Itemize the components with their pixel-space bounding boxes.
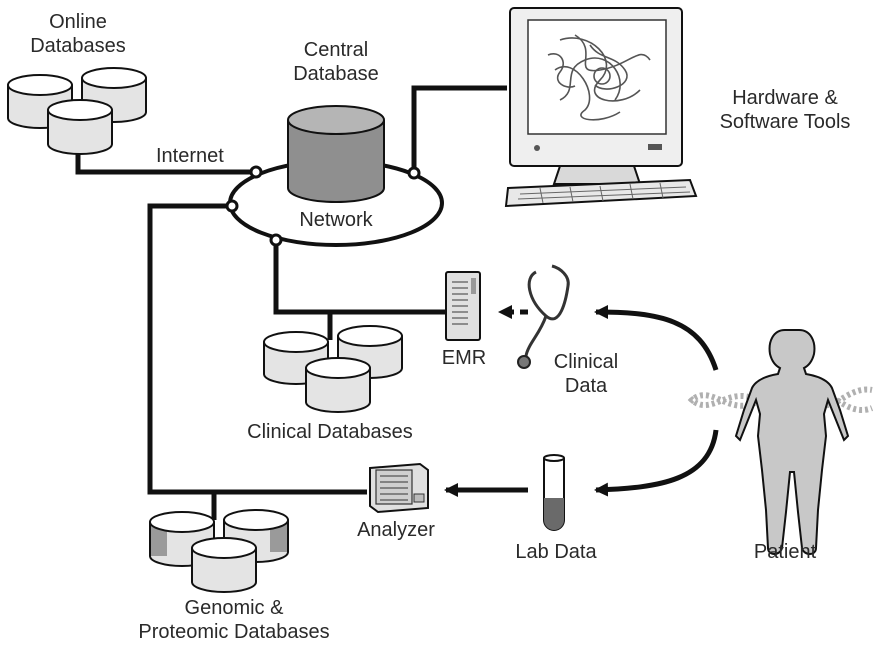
patient-label: Patient — [753, 541, 817, 563]
network-node — [269, 233, 283, 247]
genomic-databases-icon — [149, 509, 289, 593]
emr-label: EMR — [441, 347, 487, 369]
online-databases-label-line1: Online — [49, 11, 107, 33]
arrow-patient-to-clinical — [594, 305, 719, 371]
patient-icon — [687, 329, 873, 555]
lab-data-label: Lab Data — [515, 541, 597, 563]
clinical-databases-label: Clinical Databases — [247, 421, 413, 443]
protein-structure-icon — [547, 34, 651, 121]
test-tube-icon — [543, 454, 565, 531]
clinical-data-label: Clinical Data — [536, 350, 636, 398]
central-database-label-line2: Database — [293, 63, 379, 85]
analyzer-icon — [369, 462, 429, 514]
emr-server-icon — [445, 271, 481, 341]
network-node — [407, 166, 421, 180]
network-nodes — [225, 165, 421, 247]
analyzer-label: Analyzer — [357, 519, 435, 541]
online-databases-icon — [7, 67, 147, 155]
central-database-label: Central Database — [276, 38, 396, 86]
emr-line — [273, 240, 448, 315]
network-node — [225, 199, 239, 213]
computer-icon — [504, 7, 698, 208]
stethoscope-icon — [517, 264, 570, 369]
arrows — [444, 305, 719, 497]
internet-label: Internet — [156, 145, 224, 167]
arrow-patient-to-lab — [594, 429, 719, 497]
connection-lines — [75, 85, 507, 520]
genomic-databases-label: Genomic & Proteomic Databases — [124, 596, 344, 644]
clinical-databases-icon — [263, 325, 403, 413]
central-database-icon — [287, 105, 385, 203]
hardware-line — [411, 85, 507, 173]
genomic-databases-label-line2: Proteomic Databases — [138, 621, 330, 643]
hardware-software-label: Hardware & Software Tools — [704, 86, 866, 134]
clinical-data-label-line2: Data — [564, 375, 608, 397]
hardware-software-label-line2: Software Tools — [719, 111, 851, 133]
genomic-databases-label-line1: Genomic & — [184, 597, 284, 619]
internet-line — [75, 152, 256, 175]
hardware-software-label-line1: Hardware & — [732, 87, 838, 109]
network-label: Network — [299, 209, 373, 231]
dna-helix-icon — [687, 386, 873, 413]
central-database-label-line1: Central — [303, 39, 369, 61]
clinical-data-label-line1: Clinical — [553, 351, 619, 373]
online-databases-label-line2: Databases — [30, 35, 126, 57]
genomic-line — [147, 203, 367, 495]
online-databases-label: Online Databases — [10, 10, 146, 58]
network-node — [249, 165, 263, 179]
